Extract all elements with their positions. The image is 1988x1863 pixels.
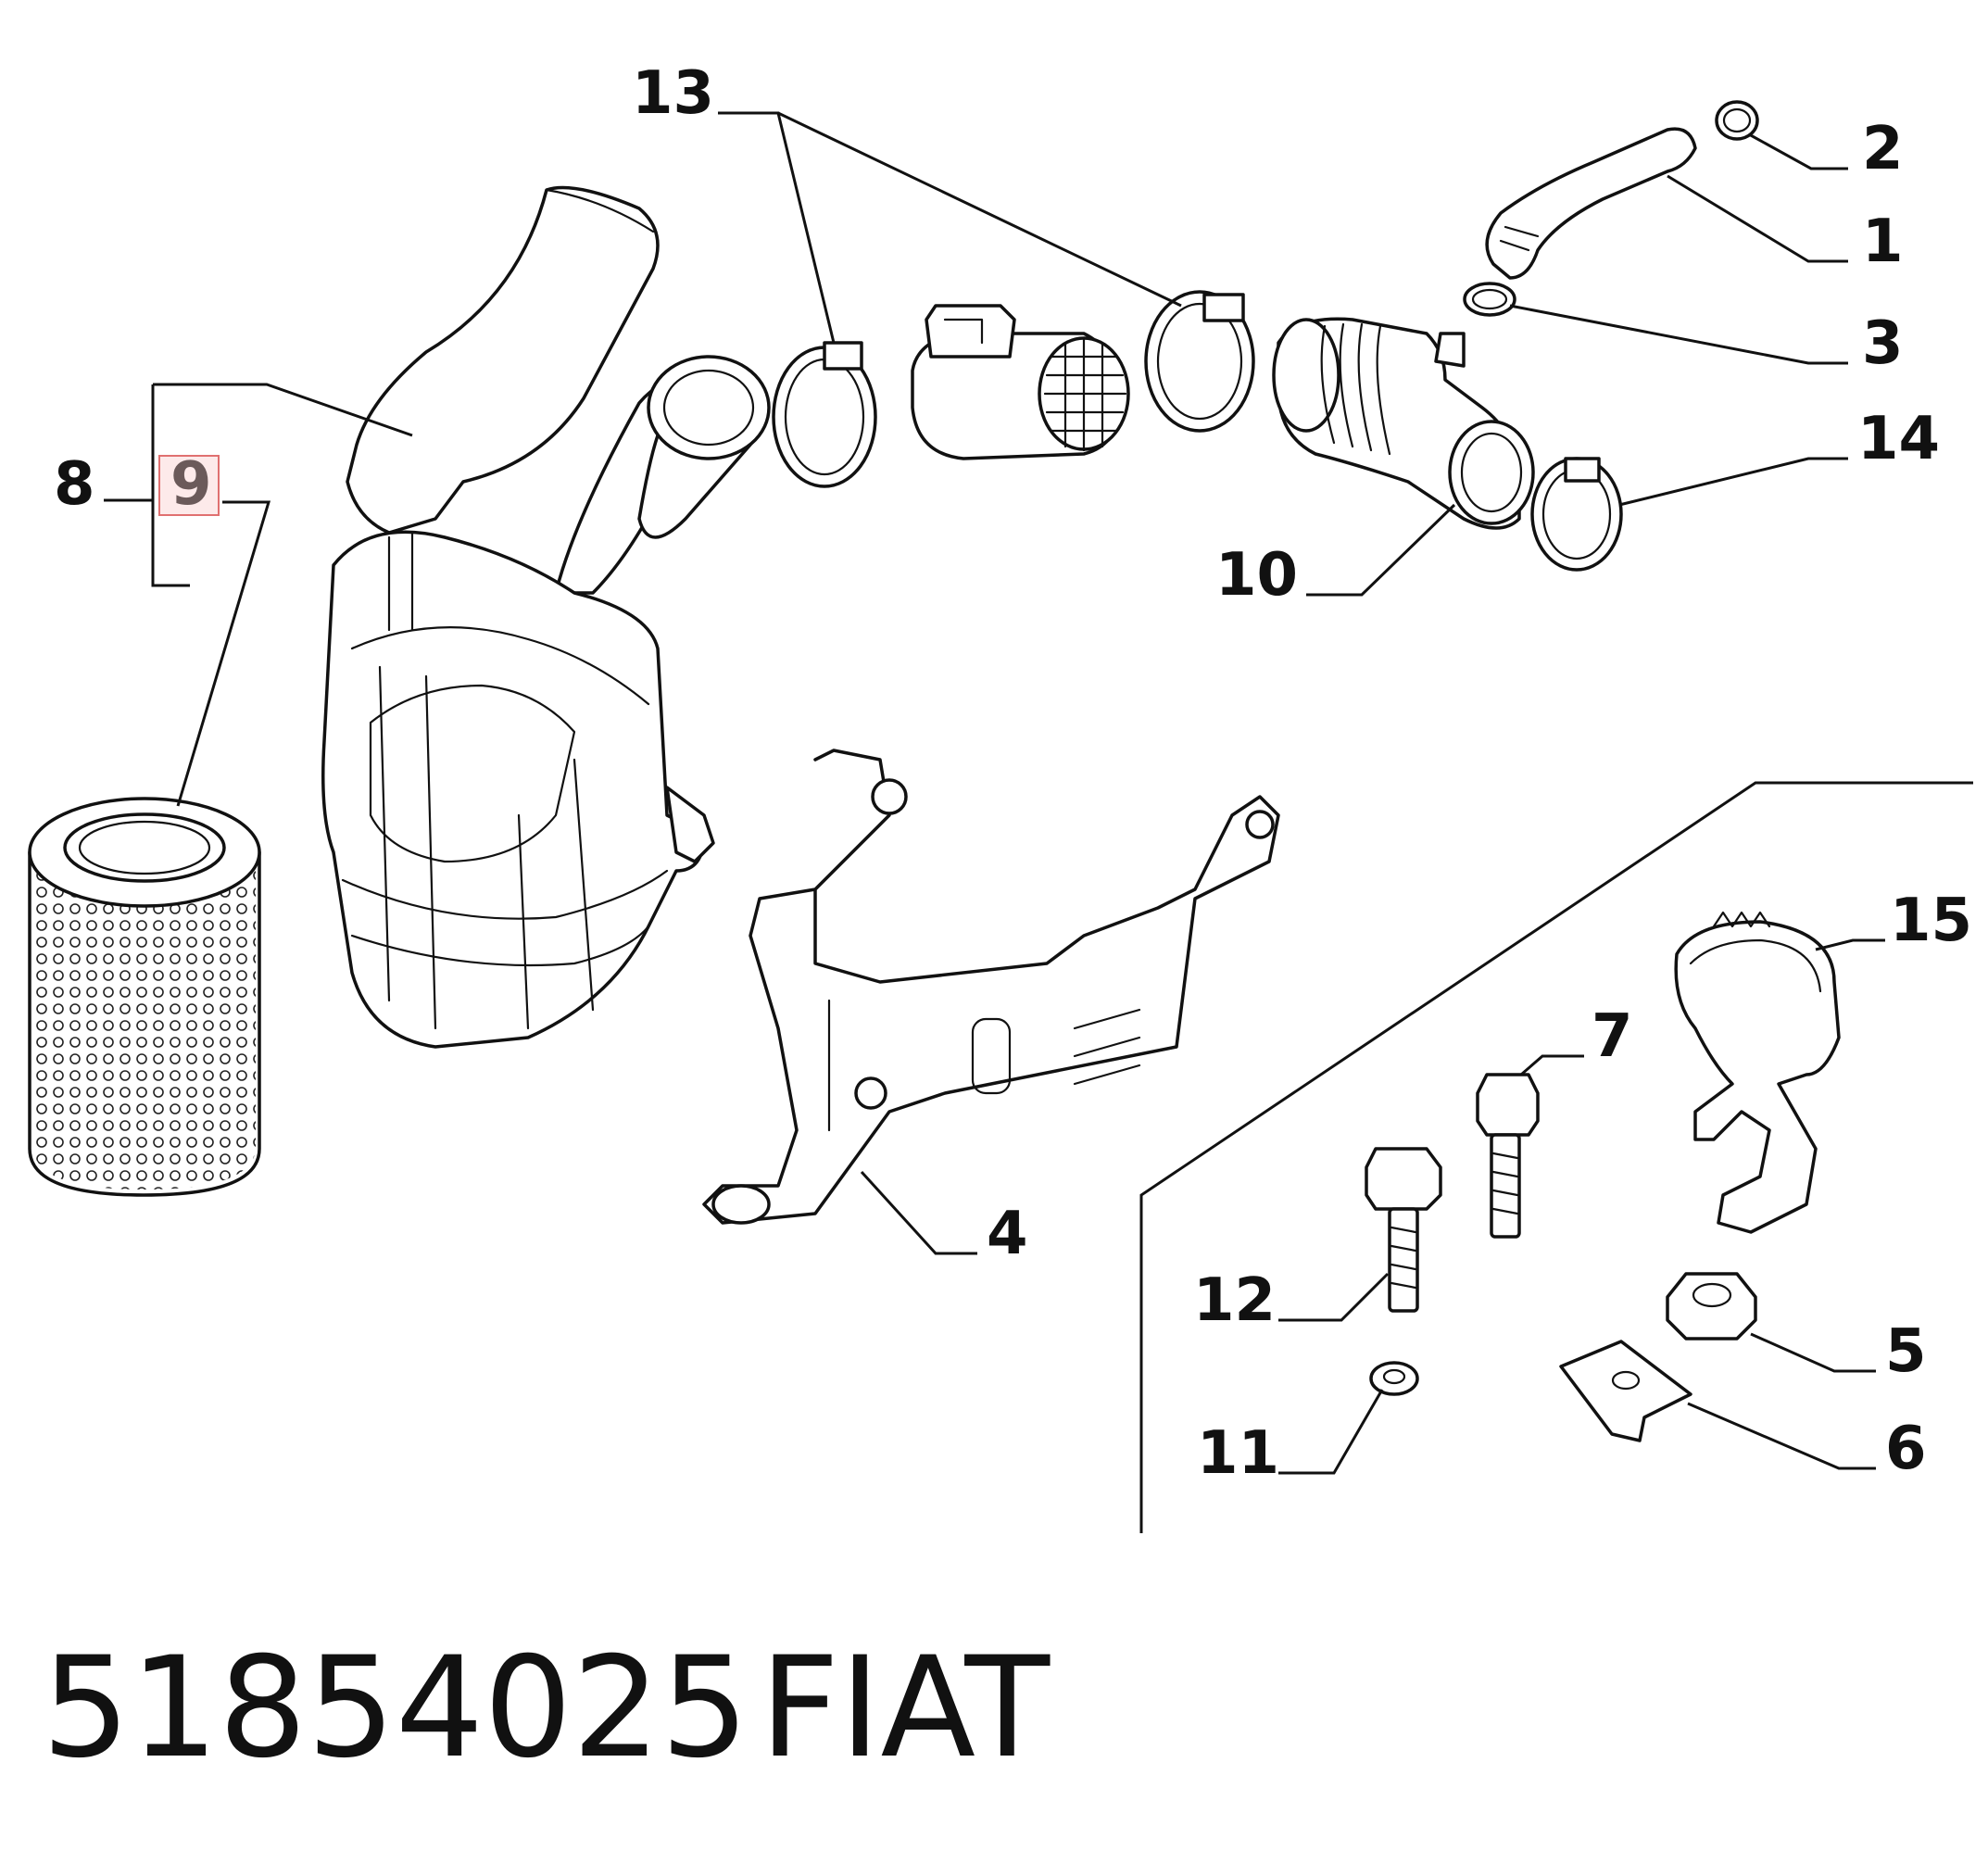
inlet-duct [637, 355, 771, 539]
callout-9: 9 [170, 450, 212, 519]
small-clamp-3 [1463, 282, 1516, 317]
callout-7: 7 [1592, 1002, 1633, 1071]
callout-8: 8 [54, 450, 95, 519]
washer-11 [1369, 1361, 1419, 1396]
bolt-7 [1476, 1073, 1540, 1239]
spring-clip-6 [1559, 1340, 1692, 1442]
leader-lines [104, 111, 1885, 1475]
callout-1: 1 [1862, 208, 1904, 276]
hose-clamp-13a [772, 341, 877, 488]
callout-10: 10 [1215, 541, 1298, 610]
part-number: 51854025 [42, 1628, 749, 1789]
callout-13: 13 [632, 59, 714, 128]
callout-6: 6 [1885, 1415, 1927, 1483]
callout-15: 15 [1890, 887, 1972, 955]
air-box-housing [321, 185, 734, 1049]
bolt-12 [1365, 1147, 1442, 1313]
small-clamp-2 [1715, 100, 1759, 141]
brand-name: FIAT [760, 1628, 1051, 1789]
callout-3: 3 [1862, 309, 1904, 378]
breather-hose [1485, 127, 1697, 280]
pipe-clip [1674, 911, 1841, 1234]
hose-clamp-14 [1530, 457, 1623, 572]
callout-11: 11 [1197, 1419, 1279, 1488]
callout-14: 14 [1857, 405, 1940, 473]
callout-5: 5 [1885, 1317, 1927, 1386]
callout-9-highlight [158, 455, 220, 516]
air-filter-element [28, 797, 261, 1197]
hose-clamp-13b [1144, 290, 1255, 433]
callout-2: 2 [1862, 115, 1904, 183]
mounting-bracket [702, 749, 1280, 1225]
callout-12: 12 [1193, 1266, 1276, 1335]
nut-5 [1666, 1272, 1757, 1341]
bellows-duct [1272, 317, 1535, 530]
callout-4: 4 [987, 1200, 1028, 1268]
group-frame [1139, 781, 1973, 1533]
air-flow-meter [911, 304, 1130, 460]
